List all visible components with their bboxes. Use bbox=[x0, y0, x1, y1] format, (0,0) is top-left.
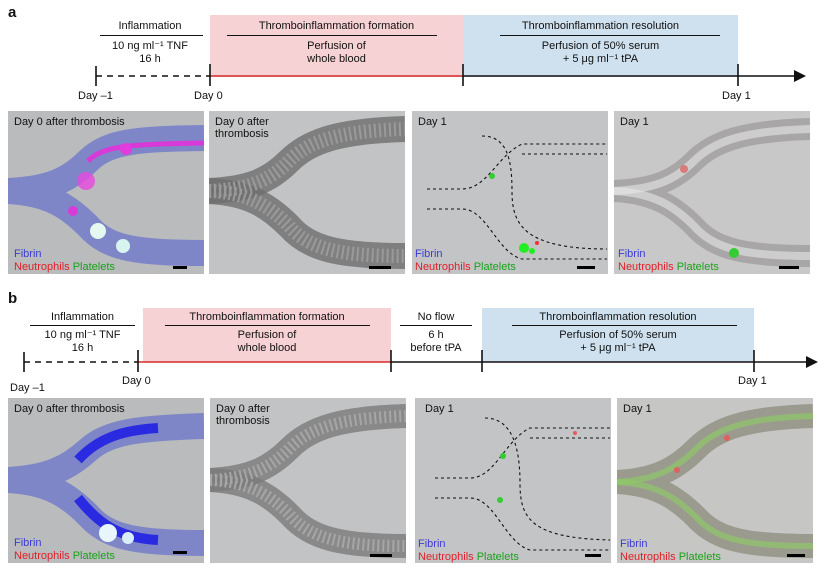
scale-bar-b1 bbox=[173, 551, 187, 554]
inflammation-underline-a bbox=[100, 35, 203, 36]
legend-platelets-a3: Platelets bbox=[473, 261, 516, 273]
vessel-merged-b4 bbox=[617, 404, 813, 558]
image-title-b4: Day 1 bbox=[623, 403, 652, 415]
scale-bar-a4 bbox=[779, 266, 799, 269]
legend-fibrin-b3: Fibrin bbox=[418, 538, 446, 550]
scale-bar-a2 bbox=[369, 266, 391, 269]
scale-bar-b2 bbox=[370, 554, 392, 557]
legend-fibrin-b4: Fibrin bbox=[620, 538, 648, 550]
timeline-axis-b bbox=[23, 350, 818, 372]
timeline-axis-a bbox=[95, 64, 806, 86]
formation-line2-a: whole blood bbox=[307, 53, 366, 65]
image-title-a2: Day 0 after thrombosis bbox=[215, 116, 269, 140]
legend-neutrophils-a1: Neutrophils bbox=[14, 261, 70, 273]
vessel-fluorescence-a1 bbox=[8, 125, 204, 266]
formation-line1-a: Perfusion of bbox=[307, 40, 366, 52]
scale-bar-a1 bbox=[173, 266, 187, 269]
micrograph-b3: Day 1 Fibrin Neutrophils Platelets bbox=[415, 398, 611, 563]
noflow-line1-b: 6 h bbox=[428, 329, 444, 341]
inflammation-title-a: Inflammation bbox=[118, 20, 182, 32]
vessel-outline-b3 bbox=[435, 417, 611, 551]
inflammation-line2-a: 16 h bbox=[139, 53, 161, 65]
image-title-a1: Day 0 after thrombosis bbox=[14, 116, 125, 128]
day1-label-a: Day 1 bbox=[722, 90, 751, 102]
resolution-line1-b: Perfusion of 50% serum bbox=[559, 329, 677, 341]
micrograph-a3: Day 1 Fibrin Neutrophils Platelets bbox=[412, 111, 608, 274]
legend-a4: Fibrin Neutrophils Platelets bbox=[618, 248, 719, 274]
micrograph-b2: Day 0 after thrombosis bbox=[210, 398, 406, 563]
legend-neutrophils-b1: Neutrophils bbox=[14, 550, 70, 562]
noflow-title-b: No flow bbox=[417, 311, 455, 323]
day1-label-b: Day 1 bbox=[738, 375, 767, 387]
legend-neutrophils-a4: Neutrophils bbox=[618, 261, 674, 273]
legend-neutrophils-b4: Neutrophils bbox=[620, 551, 676, 563]
vessel-outline-a3 bbox=[427, 135, 608, 260]
vessel-fluorescence-b1 bbox=[8, 413, 204, 556]
formation-box-a bbox=[210, 15, 463, 77]
inflammation-line1-a: 10 ng ml⁻¹ TNF bbox=[112, 40, 188, 52]
legend-a1: Fibrin Neutrophils Platelets bbox=[14, 248, 115, 274]
legend-fibrin-b1: Fibrin bbox=[14, 537, 42, 549]
noflow-underline-b bbox=[400, 325, 472, 326]
image-title-a3: Day 1 bbox=[418, 116, 447, 128]
day-minus1-label-a: Day –1 bbox=[78, 90, 113, 102]
formation-underline-a bbox=[227, 35, 437, 36]
legend-b3: Fibrin Neutrophils Platelets bbox=[418, 538, 519, 563]
micrograph-b4: Day 1 Fibrin Neutrophils Platelets bbox=[617, 398, 813, 563]
image-title-b1: Day 0 after thrombosis bbox=[14, 403, 125, 415]
inflammation-line1-b: 10 ng ml⁻¹ TNF bbox=[44, 329, 121, 341]
panel-letter-b: b bbox=[8, 290, 18, 307]
resolution-title-a: Thromboinflammation resolution bbox=[521, 20, 680, 32]
vessel-brightfield-a2 bbox=[209, 116, 405, 269]
legend-platelets-b3: Platelets bbox=[476, 551, 519, 563]
formation-title-b: Thromboinflammation formation bbox=[189, 311, 345, 323]
legend-platelets-b4: Platelets bbox=[678, 551, 721, 563]
legend-fibrin-a4: Fibrin bbox=[618, 248, 646, 260]
formation-title-a: Thromboinflammation formation bbox=[258, 20, 415, 32]
legend-fibrin-a3: Fibrin bbox=[415, 248, 443, 260]
resolution-box-b bbox=[482, 308, 754, 362]
formation-line1-b: Perfusion of bbox=[237, 329, 297, 341]
legend-neutrophils-b3: Neutrophils bbox=[418, 551, 474, 563]
formation-box-b bbox=[143, 308, 391, 362]
legend-b1: Fibrin Neutrophils Platelets bbox=[14, 537, 115, 563]
day0-label-a: Day 0 bbox=[194, 90, 223, 102]
inflammation-underline-b bbox=[30, 325, 135, 326]
resolution-line1-a: Perfusion of 50% serum bbox=[541, 40, 660, 52]
micrograph-b1: Day 0 after thrombosis Fibrin Neutrophil… bbox=[8, 398, 204, 563]
micrograph-a4: Day 1 Fibrin Neutrophils Platelets bbox=[614, 111, 810, 274]
scale-bar-a3 bbox=[577, 266, 595, 269]
vessel-merged-a4 bbox=[614, 118, 810, 267]
resolution-line2-b: + 5 μg ml⁻¹ tPA bbox=[580, 342, 656, 354]
image-title-b3: Day 1 bbox=[425, 403, 454, 415]
noflow-line2-b: before tPA bbox=[410, 342, 462, 354]
day0-label-b: Day 0 bbox=[122, 375, 151, 387]
day-minus1-label-b: Day –1 bbox=[10, 382, 45, 394]
formation-line2-b: whole blood bbox=[237, 342, 297, 354]
formation-underline-b bbox=[165, 325, 370, 326]
inflammation-title-b: Inflammation bbox=[51, 311, 114, 323]
resolution-underline-b bbox=[512, 325, 737, 326]
resolution-box-a bbox=[463, 15, 738, 77]
legend-a3: Fibrin Neutrophils Platelets bbox=[415, 248, 516, 274]
legend-neutrophils-a3: Neutrophils bbox=[415, 261, 471, 273]
image-title-a4: Day 1 bbox=[620, 116, 649, 128]
legend-fibrin-a1: Fibrin bbox=[14, 248, 42, 260]
panel-letter-a: a bbox=[8, 4, 17, 21]
inflammation-line2-b: 16 h bbox=[71, 342, 94, 354]
legend-platelets-b1: Platelets bbox=[72, 550, 115, 562]
scale-bar-b3 bbox=[585, 554, 601, 557]
vessel-brightfield-b2 bbox=[210, 404, 406, 558]
micrograph-a2: Day 0 after thrombosis bbox=[209, 111, 405, 274]
scale-bar-b4 bbox=[787, 554, 805, 557]
legend-platelets-a4: Platelets bbox=[676, 261, 719, 273]
legend-b4: Fibrin Neutrophils Platelets bbox=[620, 538, 721, 563]
resolution-line2-a: + 5 μg ml⁻¹ tPA bbox=[562, 53, 639, 65]
resolution-title-b: Thromboinflammation resolution bbox=[539, 311, 697, 323]
image-title-b2: Day 0 after thrombosis bbox=[216, 403, 270, 427]
legend-platelets-a1: Platelets bbox=[72, 261, 115, 273]
micrograph-a1: Day 0 after thrombosis Fibrin Neutrophil… bbox=[8, 111, 204, 274]
resolution-underline-a bbox=[500, 35, 720, 36]
